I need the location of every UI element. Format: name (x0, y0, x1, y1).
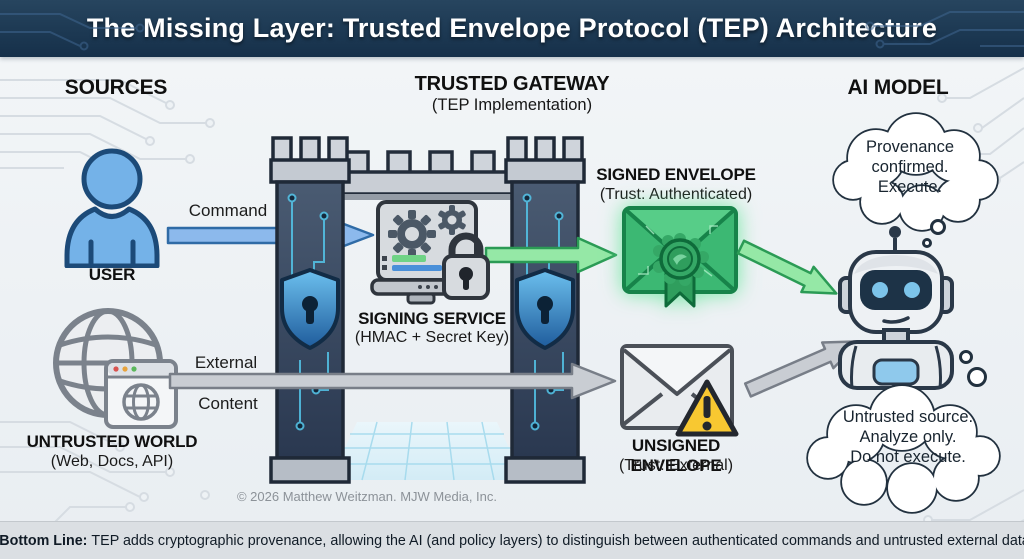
trusted-gateway-icon (269, 136, 586, 484)
thought-bubble-untrusted-text: Untrusted source. Analyze only. Do not e… (842, 408, 974, 466)
signing-service-sublabel: (HMAC + Secret Key) (354, 329, 510, 346)
untrusted-world-sublabel: (Web, Docs, API) (50, 453, 174, 470)
copyright-text: © 2026 Matthew Weitzman. MJW Media, Inc. (236, 489, 498, 504)
browser-window (104, 359, 178, 429)
user-label: USER (88, 265, 136, 284)
signing-service-icon (370, 200, 490, 305)
column-header-gateway-sub: (TEP Implementation) (431, 96, 593, 114)
signed-output-arrow (484, 236, 618, 274)
warning-triangle-icon (675, 379, 739, 437)
column-header-sources: SOURCES (64, 76, 168, 99)
signed-envelope-label: SIGNED ENVELOPE (596, 165, 756, 184)
signed-to-ai-arrow (736, 239, 838, 295)
external-content-arrow (168, 362, 617, 400)
external-arrow-label-top: External (194, 353, 258, 372)
unsigned-envelope-sublabel: (Trust: External) (618, 457, 734, 474)
gateway-floor (330, 421, 524, 481)
external-arrow-label-bottom: Content (198, 394, 258, 413)
circuit-trace-top-left (0, 79, 215, 182)
lock-icon (442, 232, 490, 300)
bottom-line-bar: Bottom Line:TEP adds cryptographic prove… (0, 521, 1024, 559)
untrusted-world-label: UNTRUSTED WORLD (26, 432, 198, 451)
bottom-line-text: Bottom Line:TEP adds cryptographic prove… (0, 533, 1024, 549)
thought-bubble-trusted (832, 112, 999, 232)
signing-service-label: SIGNING SERVICE (358, 309, 506, 328)
thought-bubble-untrusted (806, 384, 1001, 514)
banner-circuit-decor (0, 11, 1024, 51)
page-title: The Missing Layer: Trusted Envelope Prot… (86, 13, 938, 43)
user-icon (64, 148, 160, 268)
signed-envelope-sublabel: (Trust: Authenticated) (599, 186, 753, 203)
command-arrow-label: Command (188, 201, 268, 220)
circuit-trace-bottom-left (0, 421, 251, 557)
unsigned-envelope-icon (620, 344, 739, 437)
gateway-wall (326, 150, 528, 200)
robot-icon (838, 226, 954, 390)
thought-dot (930, 219, 946, 235)
thought-dot (922, 238, 932, 248)
thought-dot (967, 367, 987, 387)
bottom-line-body: TEP adds cryptographic provenance, allow… (91, 533, 1024, 549)
shield-lock-icon (515, 268, 575, 350)
wax-seal-icon (653, 233, 709, 308)
bottom-line-prefix: Bottom Line: (0, 533, 88, 549)
thought-bubble-trusted-text: Provenance confirmed. Execute. (865, 138, 955, 196)
gear-icon (438, 205, 466, 235)
column-header-gateway: TRUSTED GATEWAY (414, 73, 610, 95)
signed-envelope-icon (622, 206, 738, 308)
gear-icon (388, 210, 436, 258)
thought-dot (959, 350, 973, 364)
column-header-ai-model: AI MODEL (847, 76, 949, 99)
globe-browser-icon (53, 308, 178, 429)
unsigned-envelope-label: UNSIGNED ENVELOPE (630, 436, 722, 475)
title-banner: The Missing Layer: Trusted Envelope Prot… (0, 0, 1024, 57)
shield-lock-icon (280, 268, 340, 350)
